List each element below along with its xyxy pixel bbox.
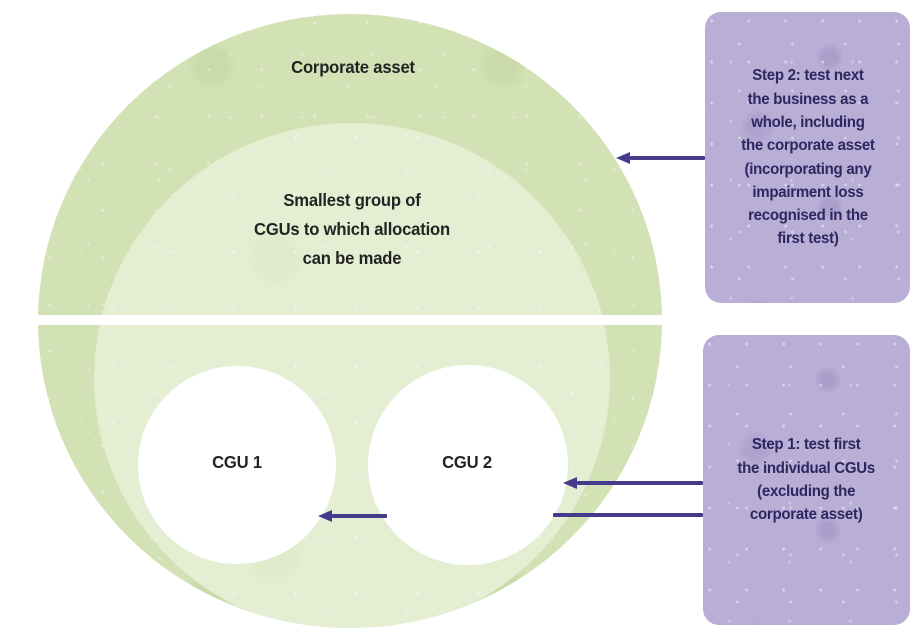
step2-line8: first test) (776, 230, 839, 248)
step2-line4: the corporate asset (740, 137, 875, 155)
step1-arrow-cgu1-line-left (332, 514, 387, 518)
cgu2-circle (368, 365, 568, 565)
step2-arrow-head-icon (616, 152, 630, 164)
cgu1-label: CGU 1 (212, 452, 262, 472)
step1-line4: corporate asset) (750, 506, 863, 524)
step2-line7: recognised in the (747, 207, 868, 225)
step1-arrow-cgu1-head-icon (318, 510, 332, 522)
smallest-group-label-line2: CGUs to which allocation (254, 219, 450, 239)
step2-arrow-line (630, 156, 705, 160)
step1-arrow-cgu2-line (577, 481, 703, 485)
smallest-group-label-line1: Smallest group of (283, 190, 421, 210)
cgu2-label: CGU 2 (442, 452, 492, 472)
corporate-asset-label: Corporate asset (291, 57, 415, 77)
step1-line3: (excluding the (757, 483, 856, 500)
step1-arrow-cgu2-head-icon (563, 477, 577, 489)
smallest-group-label-line3: can be made (302, 248, 402, 268)
step2-line3: whole, including (750, 113, 865, 131)
step2-line1: Step 2: test next (751, 67, 864, 85)
step1-line2: the individual CGUs (737, 459, 876, 477)
step1-callout: Step 1: test first the individual CGUs (… (703, 335, 910, 625)
step1-arrow-cgu1-line-right (553, 513, 703, 517)
smallest-group-label: Smallest group of CGUs to which allocati… (210, 186, 495, 273)
step2-line5: (incorporating any (744, 160, 871, 178)
step2-callout: Step 2: test next the business as a whol… (705, 12, 910, 303)
step2-callout-text: Step 2: test next the business as a whol… (740, 64, 875, 250)
step1-callout-text: Step 1: test first the individual CGUs (… (738, 433, 876, 526)
cgu1-circle (138, 366, 336, 564)
step2-line2: the business as a (747, 90, 868, 108)
step2-line6: impairment loss (751, 183, 864, 201)
step1-line1: Step 1: test first (752, 436, 861, 454)
divider-line (30, 315, 670, 325)
